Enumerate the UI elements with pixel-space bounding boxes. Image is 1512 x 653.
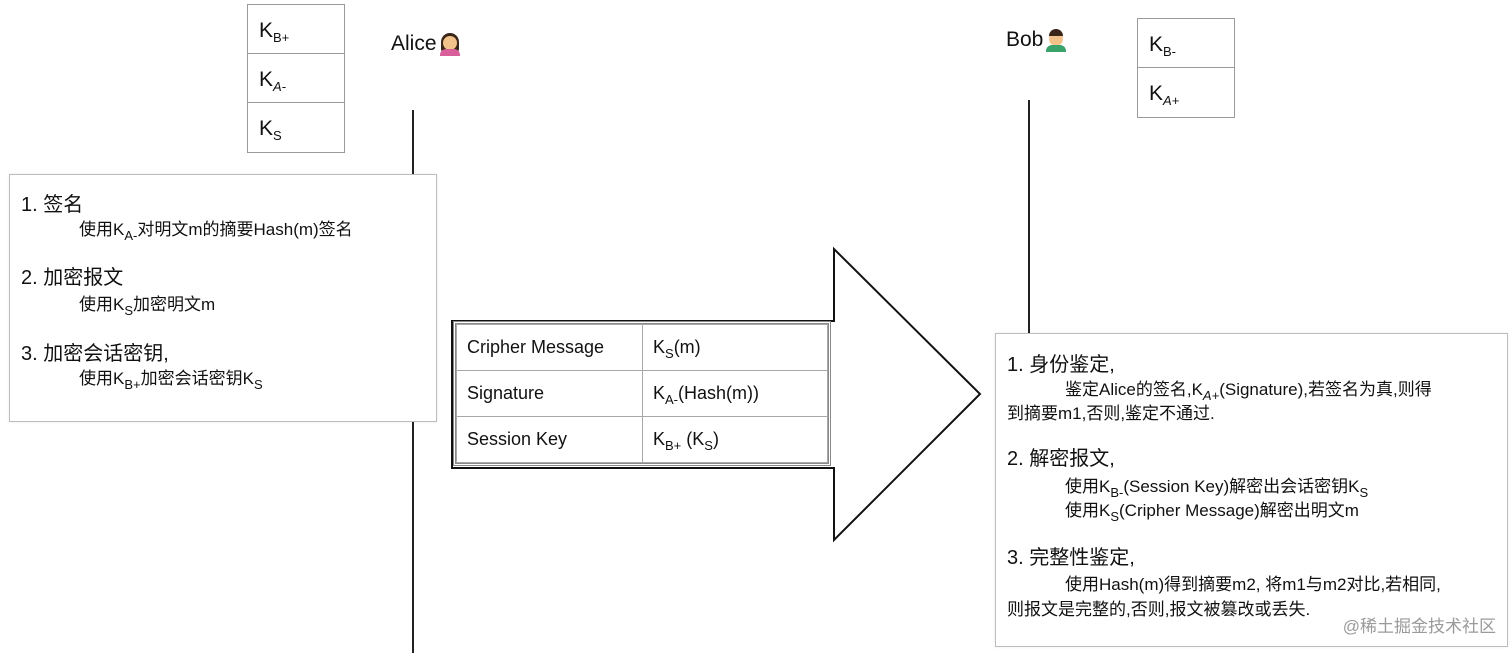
- alice-steps-note: 1. 签名 使用KA-对明文m的摘要Hash(m)签名 2. 加密报文 使用KS…: [9, 174, 437, 422]
- table-row: Session Key KB+ (KS): [456, 416, 828, 463]
- message-value: KA-(Hash(m)): [642, 370, 828, 417]
- table-row: Cripher Message KS(m): [456, 324, 828, 371]
- actor-bob-label: Bob: [1006, 28, 1044, 51]
- bob-step1-title: 1. 身份鉴定,: [1007, 354, 1115, 376]
- alice-key-table: KB+ KA- KS: [247, 4, 345, 153]
- bob-step2-desc2: 使用KS(Cripher Message)解密出明文m: [1065, 501, 1359, 524]
- bob-step3-desc2: 则报文是完整的,否则,报文被篡改或丢失.: [1007, 600, 1311, 619]
- bob-step2-title: 2. 解密报文,: [1007, 448, 1115, 470]
- table-row: Signature KA-(Hash(m)): [456, 370, 828, 417]
- watermark: @稀土掘金技术社区: [1342, 617, 1496, 636]
- woman-tipping-hand-icon: [439, 32, 461, 56]
- bob-step3-desc1: 使用Hash(m)得到摘要m2, 将m1与m2对比,若相同,: [1065, 575, 1441, 594]
- bob-key-2: KA+: [1149, 82, 1180, 108]
- alice-step2-desc: 使用KS加密明文m: [79, 295, 216, 318]
- man-icon: [1045, 28, 1067, 52]
- message-label: Cripher Message: [456, 324, 643, 371]
- alice-step1-desc: 使用KA-对明文m的摘要Hash(m)签名: [79, 220, 353, 243]
- alice-step3-desc: 使用KB+加密会话密钥KS: [79, 369, 263, 392]
- actor-alice: Alice: [391, 32, 461, 56]
- actor-alice-label: Alice: [391, 32, 437, 55]
- bob-step3-title: 3. 完整性鉴定,: [1007, 547, 1135, 569]
- bob-steps-note: 1. 身份鉴定, 鉴定Alice的签名,KA+(Signature),若签名为真…: [995, 333, 1508, 647]
- message-table: Cripher Message KS(m) Signature KA-(Hash…: [453, 321, 831, 466]
- alice-step2-title: 2. 加密报文: [21, 267, 124, 289]
- bob-lifeline: [1028, 100, 1030, 334]
- alice-key-3: KS: [259, 117, 282, 143]
- bob-step2-desc1: 使用KB-(Session Key)解密出会话密钥KS: [1065, 477, 1369, 500]
- bob-step1-desc: 鉴定Alice的签名,KA+(Signature),若签名为真,则得: [1065, 380, 1432, 403]
- alice-key-2: KA-: [248, 54, 344, 103]
- message-label: Signature: [456, 370, 643, 417]
- message-value: KB+ (KS): [642, 416, 828, 463]
- alice-step3-title: 3. 加密会话密钥,: [21, 343, 169, 365]
- bob-key-table: KB- KA+: [1137, 18, 1235, 118]
- bob-key-1: KB-: [1138, 19, 1234, 68]
- message-label: Session Key: [456, 416, 643, 463]
- actor-bob: Bob: [1006, 28, 1067, 52]
- alice-key-1: KB+: [248, 5, 344, 54]
- message-value: KS(m): [642, 324, 828, 371]
- bob-step1-desc-cont: 到摘要m1,否则,鉴定不通过.: [1007, 404, 1215, 423]
- alice-step1-title: 1. 签名: [21, 194, 84, 216]
